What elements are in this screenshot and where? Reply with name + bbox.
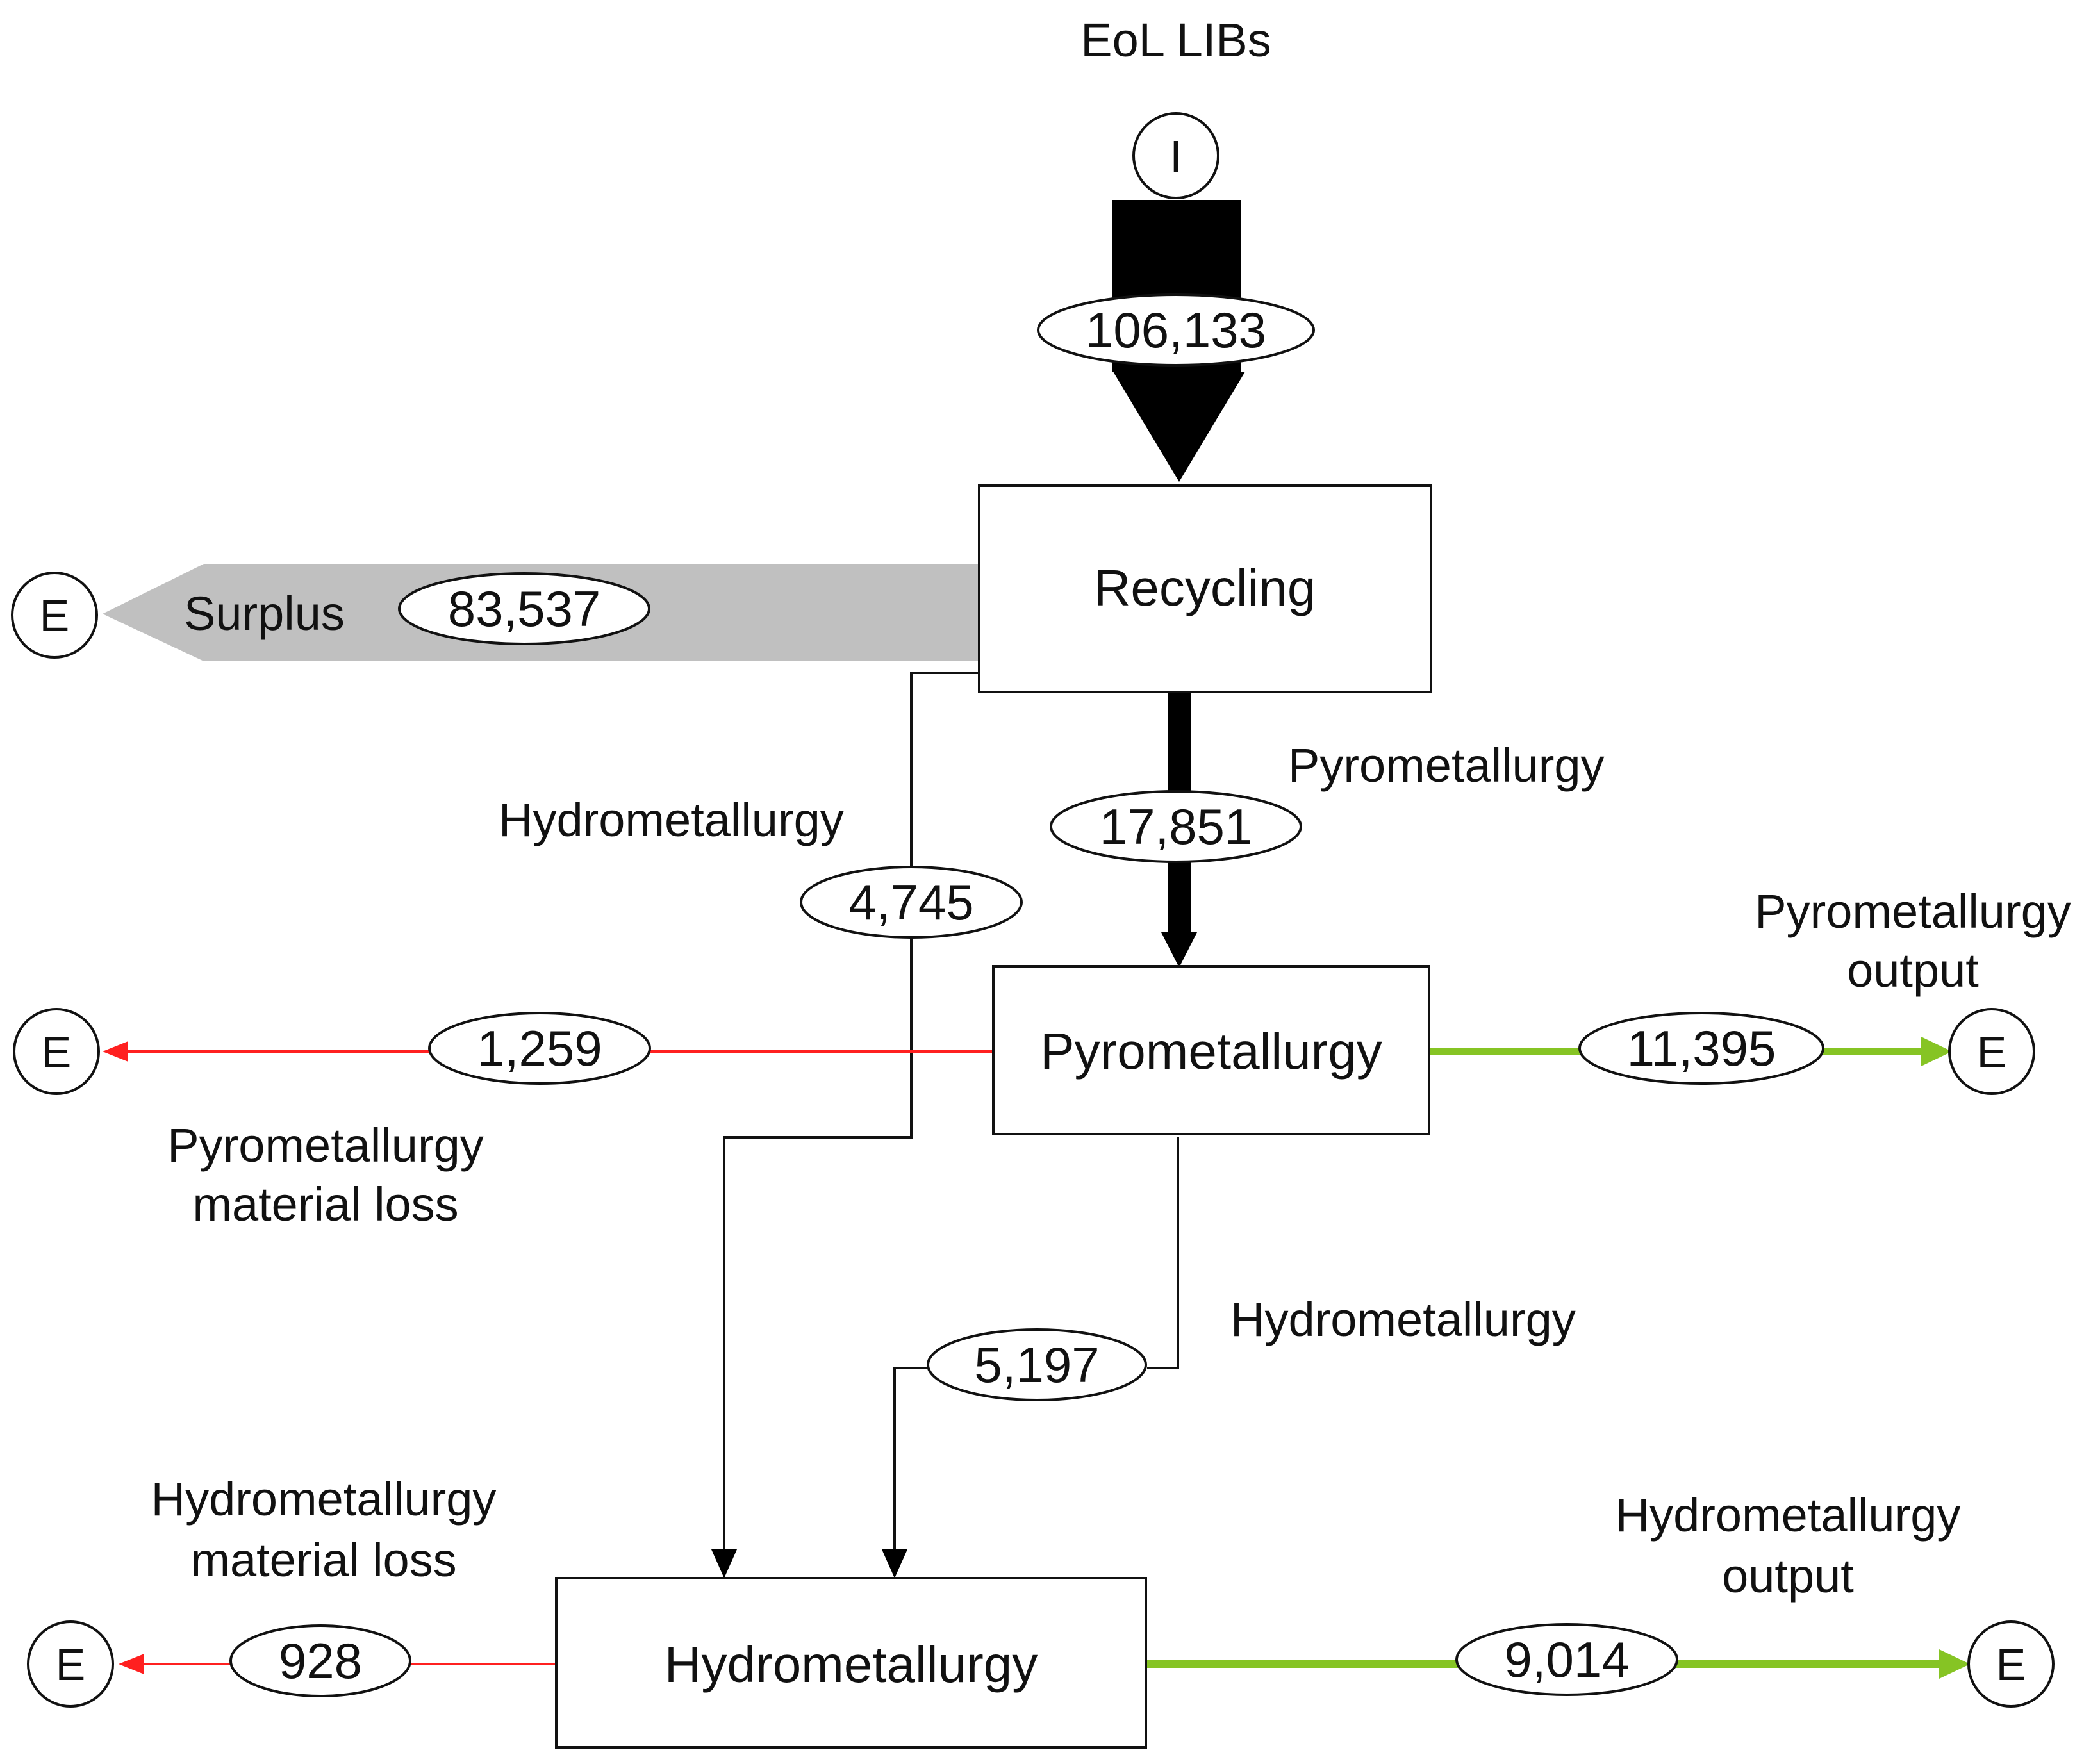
export-node-symbol: E: [1996, 1640, 2026, 1690]
hydro-loss-arrowhead: [119, 1654, 144, 1674]
flow-value-text: 11,395: [1627, 1020, 1776, 1076]
flow-value-to-pyro: 17,851: [1050, 790, 1302, 863]
flow-value-text: 9,014: [1504, 1631, 1629, 1688]
pyro-output-arrowhead: [1921, 1037, 1952, 1066]
export-node-surplus: E: [11, 572, 98, 659]
flow-value-to-hydro-from-recycling: 4,745: [800, 866, 1023, 939]
export-node-symbol: E: [42, 1027, 72, 1077]
export-node-hydro-loss: E: [27, 1620, 114, 1708]
flow-value-hydro-output: 9,014: [1455, 1623, 1678, 1696]
export-node-pyro-loss: E: [13, 1008, 100, 1095]
flow-value-text: 106,133: [1086, 302, 1266, 358]
recycling-process-box: Recycling: [978, 484, 1432, 693]
pyrometallurgy-process-label: Pyrometallurgy: [1040, 1023, 1382, 1080]
to-hydro-from-recycling-line: [723, 672, 980, 1551]
export-node-symbol: E: [1977, 1027, 2007, 1077]
hydrometallurgy-process-box: Hydrometallurgy: [555, 1577, 1147, 1749]
pyro-output-label-line2: output: [1847, 944, 1979, 997]
hydrometallurgy-process-label: Hydrometallurgy: [665, 1636, 1038, 1693]
export-node-hydro-output: E: [1967, 1620, 2055, 1708]
pyro-loss-arrowhead: [103, 1041, 128, 1062]
pyro-output-label-line1: Pyrometallurgy: [1755, 885, 2071, 938]
pyro-to-hydro-line: [1147, 1137, 1179, 1369]
hydro-output-label-line2: output: [1722, 1549, 1854, 1603]
import-node-eol: I: [1132, 112, 1219, 199]
hydro-from-recycling-label: Hydrometallurgy: [499, 793, 844, 846]
import-node-symbol: I: [1170, 131, 1182, 181]
surplus-label: Surplus: [184, 587, 345, 640]
hydro-output-arrowhead: [1939, 1649, 1970, 1679]
flow-value-pyro-loss: 1,259: [428, 1012, 651, 1085]
to-pyro-flow-arrowhead: [1161, 932, 1197, 968]
flow-value-pyro-output: 11,395: [1578, 1012, 1824, 1085]
flow-value-text: 4,745: [848, 874, 973, 930]
flow-value-surplus: 83,537: [398, 572, 650, 645]
flow-value-text: 1,259: [477, 1020, 602, 1076]
to-hydro-from-recycling-arrowhead: [711, 1549, 737, 1578]
pyro-loss-label-line2: material loss: [192, 1178, 458, 1231]
flow-value-text: 17,851: [1100, 798, 1253, 855]
export-node-symbol: E: [56, 1640, 86, 1690]
pyro-to-hydro-line-lower: [893, 1367, 929, 1551]
flow-value-hydro-loss: 928: [229, 1624, 411, 1697]
export-node-pyro-output: E: [1948, 1008, 2035, 1095]
export-node-symbol: E: [40, 591, 70, 641]
pyro-loss-label-line1: Pyrometallurgy: [167, 1119, 484, 1172]
flow-value-eol-input: 106,133: [1037, 293, 1315, 367]
hydro-loss-label-line1: Hydrometallurgy: [151, 1472, 497, 1526]
hydro-from-pyro-label: Hydrometallurgy: [1230, 1293, 1576, 1346]
flow-value-text: 928: [279, 1633, 362, 1689]
pyrometallurgy-process-box: Pyrometallurgy: [992, 965, 1430, 1135]
flow-value-pyro-to-hydro: 5,197: [927, 1328, 1147, 1401]
hydro-output-label-line1: Hydrometallurgy: [1616, 1488, 1961, 1542]
input-label: EoL LIBs: [1080, 13, 1271, 67]
hydro-loss-label-line2: material loss: [190, 1533, 456, 1587]
flow-value-text: 5,197: [974, 1337, 1099, 1393]
pyro-from-recycling-label: Pyrometallurgy: [1288, 739, 1605, 792]
recycling-process-label: Recycling: [1094, 559, 1316, 616]
pyro-to-hydro-arrowhead: [882, 1549, 907, 1578]
flow-value-text: 83,537: [448, 581, 601, 637]
